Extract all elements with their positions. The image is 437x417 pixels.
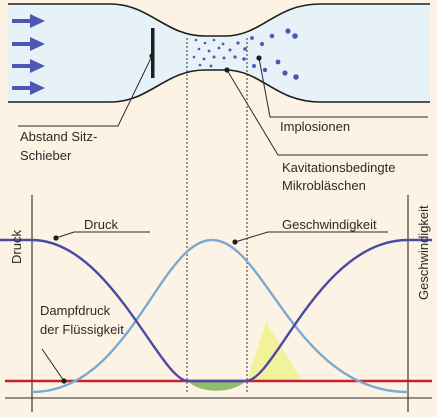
pipe-upper-wall — [8, 3, 430, 37]
label-distance-seat-slide-1: Abstand Sitz- — [20, 129, 97, 144]
bubble-dot-icon — [262, 67, 268, 73]
bubble-dot-icon — [293, 74, 299, 80]
bubble-dot-icon — [221, 42, 225, 46]
leader-lines-graph — [41, 231, 388, 384]
bubble-dot-icon — [243, 47, 247, 51]
cavitation-zone — [188, 381, 246, 391]
pressure-curve — [0, 238, 432, 383]
bubble-dot-icon — [236, 41, 240, 45]
bubble-dot-icon — [233, 55, 237, 59]
bubble-field — [192, 28, 299, 80]
axis-label-right: Geschwindigkeit — [416, 205, 431, 300]
arrow-right-icon — [12, 81, 45, 95]
bubble-dot-icon — [202, 57, 206, 61]
label-implosions: Implosionen — [280, 119, 350, 134]
label-vapor-pressure-1: Dampfdruck — [40, 303, 111, 318]
axis-label-left: Druck — [9, 230, 24, 264]
bubble-dot-icon — [252, 64, 256, 68]
bubble-dot-icon — [285, 28, 291, 34]
bubble-dot-icon — [217, 46, 221, 50]
pipe-lower-wall — [8, 69, 430, 103]
bubble-dot-icon — [209, 64, 213, 68]
bubble-dot-icon — [228, 48, 232, 52]
arrow-right-icon — [12, 37, 45, 51]
label-distance-seat-slide-2: Schieber — [20, 148, 72, 163]
dotted-guides — [186, 38, 248, 394]
pipe-section — [8, 3, 430, 103]
bubble-dot-icon — [207, 49, 211, 53]
velocity-curve — [31, 238, 409, 394]
leader-lines-top — [18, 53, 428, 156]
valve-bar-icon — [151, 28, 155, 78]
bubble-dot-icon — [250, 36, 254, 40]
bubble-dot-icon — [282, 70, 288, 76]
bubble-dot-icon — [269, 33, 275, 39]
bubble-dot-icon — [192, 55, 196, 59]
graph-axes — [5, 195, 432, 412]
bubble-dot-icon — [194, 38, 198, 42]
label-cavitation-bubbles-2: Mikrobläschen — [282, 178, 366, 193]
bubble-dot-icon — [203, 41, 207, 45]
arrow-right-icon — [12, 59, 45, 73]
bubble-dot-icon — [212, 55, 216, 59]
recovery-zone — [247, 322, 302, 381]
bubble-dot-icon — [292, 33, 298, 39]
label-vapor-pressure-2: der Flüssigkeit — [40, 322, 124, 337]
bubble-dot-icon — [275, 59, 281, 65]
bubble-dot-icon — [222, 56, 226, 60]
bubble-dot-icon — [197, 47, 201, 51]
label-velocity-curve: Geschwindigkeit — [282, 217, 377, 232]
bubble-dot-icon — [242, 57, 246, 61]
pipe-interior — [8, 4, 430, 102]
bubble-dot-icon — [259, 41, 265, 47]
label-cavitation-bubbles-1: Kavitationsbedingte — [282, 160, 395, 175]
label-pressure-curve: Druck — [84, 217, 118, 232]
bubble-dot-icon — [212, 38, 216, 42]
arrow-right-icon — [12, 14, 45, 28]
bubble-dot-icon — [198, 63, 202, 67]
